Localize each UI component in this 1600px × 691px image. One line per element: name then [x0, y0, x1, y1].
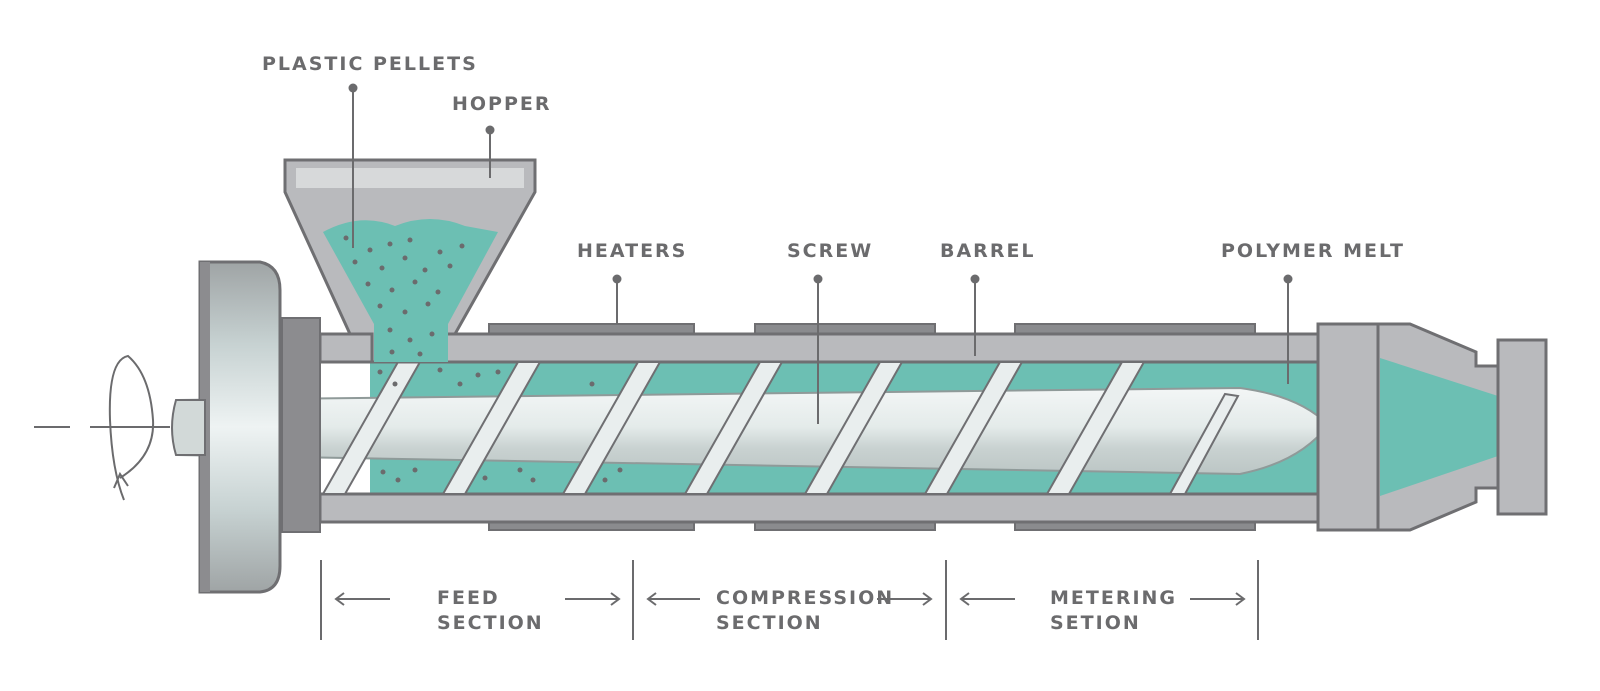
- section-dividers: [320, 560, 1259, 640]
- barrel-pellets: [377, 367, 623, 483]
- svg-text:BARREL: BARREL: [940, 240, 1036, 262]
- svg-text:POLYMER MELT: POLYMER MELT: [1221, 240, 1405, 262]
- label-screw: SCREW: [787, 240, 873, 424]
- barrel: [318, 332, 1342, 524]
- rotation-arrow-icon: [34, 354, 170, 501]
- feed-section: FEED SECTION: [334, 587, 621, 634]
- label-plastic-pellets: PLASTIC PELLETS: [262, 53, 478, 248]
- drive-shaft: [171, 399, 206, 456]
- svg-text:SETION: SETION: [1050, 612, 1141, 634]
- svg-text:SECTION: SECTION: [437, 612, 544, 634]
- label-polymer-melt: POLYMER MELT: [1221, 240, 1405, 384]
- compression-section: COMPRESSION SECTION: [646, 587, 933, 634]
- svg-text:PLASTIC PELLETS: PLASTIC PELLETS: [262, 53, 478, 75]
- svg-text:SECTION: SECTION: [716, 612, 823, 634]
- svg-text:HOPPER: HOPPER: [452, 93, 552, 115]
- drive-flange: [198, 260, 321, 594]
- svg-text:SCREW: SCREW: [787, 240, 873, 262]
- svg-text:FEED: FEED: [437, 587, 500, 609]
- svg-text:COMPRESSION: COMPRESSION: [716, 587, 894, 609]
- label-barrel: BARREL: [940, 240, 1036, 356]
- label-heaters: HEATERS: [577, 240, 687, 324]
- svg-text:HEATERS: HEATERS: [577, 240, 687, 262]
- hopper-pellets: [343, 235, 465, 357]
- metering-section: METERING SETION: [959, 587, 1246, 634]
- label-hopper: HOPPER: [452, 93, 552, 178]
- die: [1316, 322, 1548, 532]
- svg-text:METERING: METERING: [1050, 587, 1177, 609]
- screw-flights: [321, 361, 1240, 495]
